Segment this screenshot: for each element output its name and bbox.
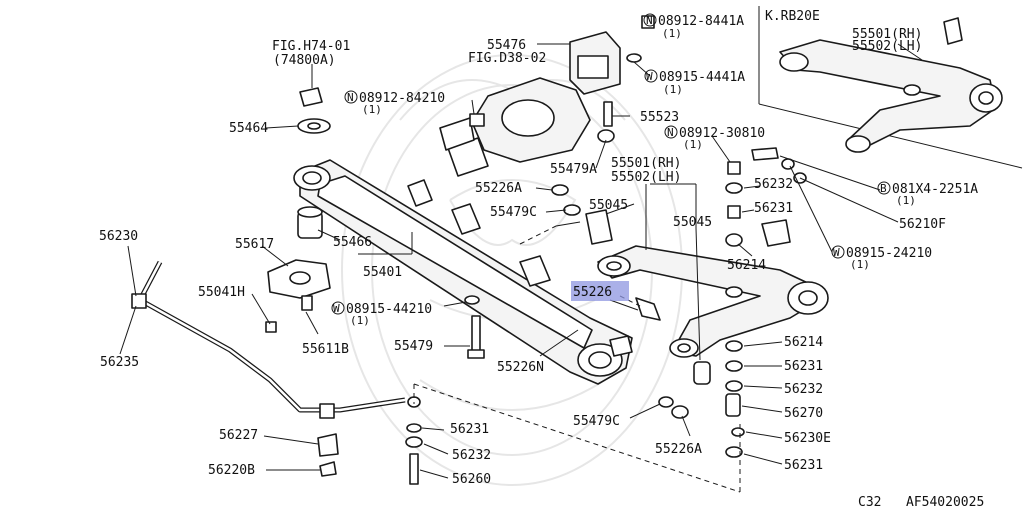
callout-08912-8441a: N 08912-8441A (1) bbox=[643, 13, 744, 40]
label-55479: 55479 bbox=[394, 339, 433, 354]
label-inset-engine: K.RB20E bbox=[765, 9, 820, 24]
label-fig-h74-code: (74800A) bbox=[273, 53, 336, 68]
quantity: (1) bbox=[350, 314, 370, 327]
diagram-labels: FIG.H74-01 (74800A) FIG.D38-02 K.RB20E 5… bbox=[99, 9, 984, 510]
part-number: 08912-8441A bbox=[658, 14, 744, 29]
mount-bracket-55476 bbox=[569, 31, 621, 95]
label-56260: 56260 bbox=[452, 472, 491, 487]
label-56235: 56235 bbox=[100, 355, 139, 370]
part-number: 08912-84210 bbox=[359, 91, 445, 106]
label-55502-lh: 55502(LH) bbox=[611, 170, 681, 185]
hardware-top bbox=[265, 15, 689, 419]
label-56230e: 56230E bbox=[784, 431, 831, 446]
label-55501-rh: 55501(RH) bbox=[611, 156, 681, 171]
label-55476: 55476 bbox=[487, 38, 526, 53]
label-56230: 56230 bbox=[99, 229, 138, 244]
label-55045-b: 55045 bbox=[673, 215, 712, 230]
label-55523: 55523 bbox=[640, 110, 679, 125]
label-56214-a: 56214 bbox=[727, 258, 766, 273]
label-56270: 56270 bbox=[784, 406, 823, 421]
label-55502-inset: 55502(LH) bbox=[852, 39, 922, 54]
label-55041h: 55041H bbox=[198, 285, 245, 300]
label-fig-h74: FIG.H74-01 bbox=[272, 39, 350, 54]
label-55611b: 55611B bbox=[302, 342, 349, 357]
callout-08912-30810: N 08912-30810 (1) bbox=[664, 125, 765, 151]
quantity: (1) bbox=[663, 83, 683, 96]
label-fig-d38: FIG.D38-02 bbox=[468, 51, 546, 66]
label-56232-a: 56232 bbox=[754, 177, 793, 192]
footer-code: AF54020025 bbox=[906, 495, 984, 510]
label-56227: 56227 bbox=[219, 428, 258, 443]
differential-housing bbox=[439, 77, 591, 177]
letter-n: N bbox=[646, 14, 653, 27]
label-56210f: 56210F bbox=[899, 217, 946, 232]
label-55479a: 55479A bbox=[550, 162, 597, 177]
part-number: 081X4-2251A bbox=[892, 182, 978, 197]
label-55501-inset: 55501(RH) bbox=[852, 27, 922, 42]
label-55045-a: 55045 bbox=[589, 198, 628, 213]
label-55226a-top: 55226A bbox=[475, 181, 522, 196]
quantity: (1) bbox=[850, 258, 870, 271]
crossmember-55401 bbox=[293, 159, 633, 385]
quantity: (1) bbox=[662, 27, 682, 40]
label-56232-b: 56232 bbox=[784, 382, 823, 397]
stabilizer-bar bbox=[131, 260, 423, 485]
part-number: 08915-24210 bbox=[846, 246, 932, 261]
label-55479c-top: 55479C bbox=[490, 205, 537, 220]
callout-08915-44210: W 08915-44210 (1) bbox=[331, 301, 432, 327]
part-number: 08915-4441A bbox=[659, 70, 745, 85]
callout-08912-84210: N 08912-84210 (1) bbox=[344, 90, 445, 116]
callout-081x4-2251a: B 081X4-2251A (1) bbox=[877, 181, 978, 207]
letter-b: B bbox=[880, 182, 887, 195]
letter-n: N bbox=[347, 91, 354, 104]
label-56232-d: 56232 bbox=[452, 448, 491, 463]
hardware-right bbox=[635, 147, 807, 458]
label-56231-a: 56231 bbox=[754, 201, 793, 216]
part-number: 08912-30810 bbox=[679, 126, 765, 141]
quantity: (1) bbox=[362, 103, 382, 116]
letter-w: W bbox=[833, 246, 840, 259]
clip-h74 bbox=[299, 87, 323, 107]
letter-w: W bbox=[333, 302, 340, 315]
highlight-box-55226 bbox=[571, 281, 629, 301]
label-55617: 55617 bbox=[235, 237, 274, 252]
inset-arm bbox=[779, 17, 1003, 153]
label-55226-highlighted: 55226 bbox=[573, 285, 612, 300]
upper-arm-main bbox=[597, 219, 829, 358]
label-55226n: 55226N bbox=[497, 360, 544, 375]
label-55401: 55401 bbox=[363, 265, 402, 280]
footer-section: C32 bbox=[858, 495, 881, 510]
label-55226a-bottom: 55226A bbox=[655, 442, 702, 457]
label-56231-b: 56231 bbox=[784, 359, 823, 374]
quantity: (1) bbox=[896, 194, 916, 207]
label-55464: 55464 bbox=[229, 121, 268, 136]
callout-08915-24210: W 08915-24210 (1) bbox=[831, 245, 932, 271]
label-55479c-bottom: 55479C bbox=[573, 414, 620, 429]
label-56214-b: 56214 bbox=[784, 335, 823, 350]
label-56220b: 56220B bbox=[208, 463, 255, 478]
letter-w: W bbox=[646, 70, 653, 83]
label-56231-d: 56231 bbox=[450, 422, 489, 437]
leader-lines bbox=[119, 15, 923, 479]
part-number: 08915-44210 bbox=[346, 302, 432, 317]
inset-frame bbox=[758, 6, 1023, 169]
label-56231-c: 56231 bbox=[784, 458, 823, 473]
callout-08915-4441a: W 08915-4441A (1) bbox=[644, 69, 745, 96]
label-55466: 55466 bbox=[333, 235, 372, 250]
letter-n: N bbox=[667, 126, 674, 139]
quantity: (1) bbox=[683, 138, 703, 151]
